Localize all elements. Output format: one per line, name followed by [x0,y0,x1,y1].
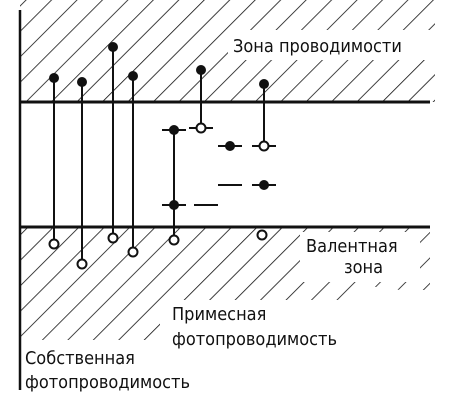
hole-circle [256,229,268,241]
impurity-level-1 [218,141,242,151]
valence-band-label-line2: зона [344,257,383,278]
electron-dot [169,125,179,135]
electron-dot [49,73,59,83]
impurity-transitions [162,65,276,246]
conduction-band-label: Зона проводимости [233,36,402,57]
impurity-transition-2 [189,65,213,134]
valence-band-label-line1: Валентная [306,236,398,257]
hole-circle [195,122,207,134]
impurity-transition-3 [252,79,276,152]
electron-dot [169,200,179,210]
intrinsic-transitions [48,42,139,270]
impurity-label-line1: Примесная [172,304,266,325]
impurity-hole [256,229,268,241]
electron-dot [259,79,269,89]
hole-circle [127,246,139,258]
electron-dot [128,71,138,81]
transition-1 [48,73,60,250]
hole-circle [48,238,60,250]
hole-circle [107,232,119,244]
transition-3 [107,42,119,244]
transition-2 [76,77,88,270]
electron-dot [196,65,206,75]
hole-circle [76,258,88,270]
electron-dot [77,77,87,87]
impurity-transition-1 [162,125,186,246]
transition-4 [127,71,139,258]
hole-circle [258,140,270,152]
intrinsic-label-line2: фотопроводимость [25,372,190,393]
intrinsic-label-line1: Собственная [25,348,135,369]
impurity-label-line2: фотопроводимость [172,329,337,350]
impurity-level-3 [252,180,276,190]
hole-circle [168,234,180,246]
electron-dot [225,141,235,151]
electron-dot [259,180,269,190]
conduction-band-hatch [20,0,438,102]
electron-dot [108,42,118,52]
